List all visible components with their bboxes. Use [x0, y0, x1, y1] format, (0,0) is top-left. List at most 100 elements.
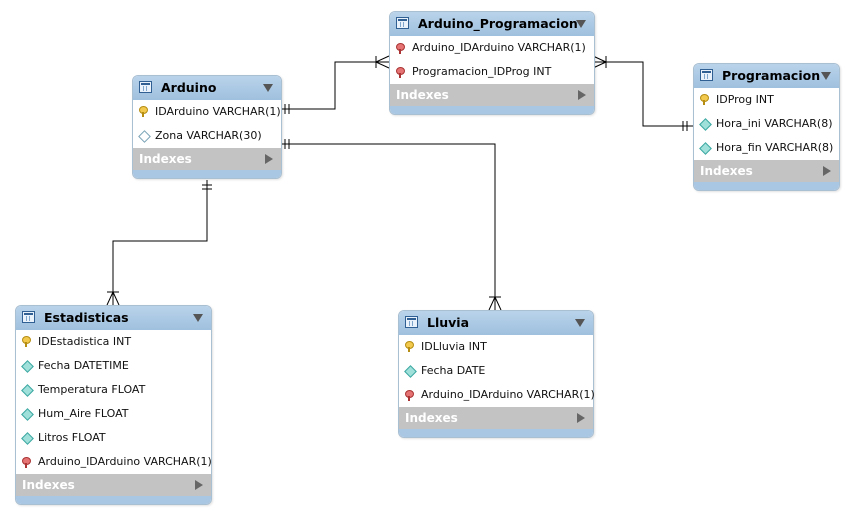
- table-icon: [700, 69, 713, 81]
- column-label: Litros FLOAT: [38, 431, 106, 444]
- many-marker: [112, 291, 120, 306]
- table-header[interactable]: Lluvia: [399, 311, 593, 335]
- relationship-arduino-arduino-programacion: [280, 61, 389, 110]
- column-label: Fecha DATETIME: [38, 359, 129, 372]
- indexes-label: Indexes: [139, 152, 192, 166]
- column-label: Arduino_IDArduino VARCHAR(1): [38, 455, 212, 468]
- table-title: Programacion: [722, 68, 821, 83]
- table-icon: [22, 311, 35, 323]
- table-footer: [694, 182, 839, 190]
- nullable-column-icon: [138, 130, 151, 143]
- table-arduino[interactable]: Arduino IDArduino VARCHAR(1) Zona VARCHA…: [132, 75, 282, 179]
- expand-arrow-icon[interactable]: [265, 154, 273, 164]
- column-label: IDArduino VARCHAR(1): [155, 105, 281, 118]
- not-null-column-icon: [699, 142, 712, 155]
- table-title: Arduino_Programacion: [418, 16, 578, 31]
- table-programacion[interactable]: Programacion IDProg INT Hora_ini VARCHAR…: [693, 63, 840, 191]
- column-label: Zona VARCHAR(30): [155, 129, 262, 142]
- primary-key-icon: [22, 336, 31, 347]
- column-row[interactable]: Temperatura FLOAT: [16, 378, 211, 402]
- expand-arrow-icon[interactable]: [195, 480, 203, 490]
- indexes-section[interactable]: Indexes: [133, 148, 281, 170]
- column-row[interactable]: Hum_Aire FLOAT: [16, 402, 211, 426]
- indexes-section[interactable]: Indexes: [16, 474, 211, 496]
- table-title: Estadisticas: [44, 310, 129, 325]
- table-lluvia[interactable]: Lluvia IDLluvia INT Fecha DATE Arduino_I…: [398, 310, 595, 438]
- foreign-key-icon: [22, 457, 31, 468]
- column-label: IDEstadistica INT: [38, 335, 132, 348]
- column-label: Hora_fin VARCHAR(8): [716, 141, 834, 154]
- many-marker: [106, 291, 114, 306]
- column-label: Temperatura FLOAT: [38, 383, 146, 396]
- table-header[interactable]: Arduino: [133, 76, 281, 100]
- table-estadisticas[interactable]: Estadisticas IDEstadistica INT Fecha DAT…: [15, 305, 212, 505]
- expand-arrow-icon[interactable]: [823, 166, 831, 176]
- expand-arrow-icon[interactable]: [578, 90, 586, 100]
- not-null-column-icon: [404, 365, 417, 378]
- many-marker: [592, 55, 607, 63]
- column-label: Hum_Aire FLOAT: [38, 407, 129, 420]
- table-footer: [133, 170, 281, 178]
- not-null-column-icon: [21, 384, 34, 397]
- collapse-arrow-icon[interactable]: [193, 314, 203, 322]
- column-row[interactable]: Zona VARCHAR(30): [133, 124, 281, 148]
- expand-arrow-icon[interactable]: [577, 413, 585, 423]
- table-arduino-programacion[interactable]: Arduino_Programacion Arduino_IDArduino V…: [389, 11, 595, 115]
- column-row[interactable]: IDLluvia INT: [399, 335, 593, 359]
- primary-key-icon: [700, 94, 709, 105]
- column-row[interactable]: Arduino_IDArduino VARCHAR(1): [390, 36, 594, 60]
- table-footer: [390, 106, 594, 114]
- table-icon: [139, 81, 152, 93]
- collapse-arrow-icon[interactable]: [575, 319, 585, 327]
- collapse-arrow-icon[interactable]: [263, 84, 273, 92]
- not-null-column-icon: [21, 432, 34, 445]
- column-label: Programacion_IDProg INT: [412, 65, 552, 78]
- table-footer: [399, 429, 593, 437]
- primary-key-icon: [405, 341, 414, 352]
- not-null-column-icon: [21, 408, 34, 421]
- table-title: Lluvia: [427, 315, 470, 330]
- foreign-key-icon: [396, 67, 405, 78]
- relationship-arduino-lluvia: [280, 143, 496, 310]
- column-row[interactable]: Arduino_IDArduino VARCHAR(1): [16, 450, 212, 474]
- collapse-arrow-icon[interactable]: [576, 20, 586, 28]
- column-label: Fecha DATE: [421, 364, 486, 377]
- column-row[interactable]: Programacion_IDProg INT: [390, 60, 594, 84]
- many-marker: [375, 61, 390, 69]
- indexes-label: Indexes: [396, 88, 449, 102]
- table-header[interactable]: Programacion: [694, 64, 839, 88]
- table-footer: [16, 496, 211, 504]
- table-header[interactable]: Arduino_Programacion: [390, 12, 594, 36]
- table-icon: [396, 17, 409, 29]
- column-label: IDProg INT: [716, 93, 774, 106]
- indexes-section[interactable]: Indexes: [399, 407, 593, 429]
- indexes-section[interactable]: Indexes: [694, 160, 839, 182]
- column-row[interactable]: Hora_fin VARCHAR(8): [694, 136, 839, 160]
- column-row[interactable]: Fecha DATE: [399, 359, 593, 383]
- relationship-programacion-arduino-programacion: [593, 61, 693, 127]
- column-label: IDLluvia INT: [421, 340, 487, 353]
- column-row[interactable]: IDArduino VARCHAR(1): [133, 100, 281, 124]
- many-marker: [488, 296, 496, 311]
- many-marker: [494, 296, 502, 311]
- column-row[interactable]: Litros FLOAT: [16, 426, 211, 450]
- foreign-key-icon: [396, 43, 405, 54]
- indexes-label: Indexes: [700, 164, 753, 178]
- indexes-label: Indexes: [405, 411, 458, 425]
- collapse-arrow-icon[interactable]: [821, 72, 831, 80]
- table-title: Arduino: [161, 80, 217, 95]
- column-row[interactable]: Arduino_IDArduino VARCHAR(1): [399, 383, 595, 407]
- foreign-key-icon: [405, 390, 414, 401]
- column-row[interactable]: IDProg INT: [694, 88, 839, 112]
- many-marker: [592, 61, 607, 69]
- relationship-arduino-estadisticas: [112, 180, 208, 305]
- column-row[interactable]: Fecha DATETIME: [16, 354, 211, 378]
- indexes-section[interactable]: Indexes: [390, 84, 594, 106]
- column-row[interactable]: Hora_ini VARCHAR(8): [694, 112, 839, 136]
- column-label: Hora_ini VARCHAR(8): [716, 117, 833, 130]
- table-header[interactable]: Estadisticas: [16, 306, 211, 330]
- indexes-label: Indexes: [22, 478, 75, 492]
- column-label: Arduino_IDArduino VARCHAR(1): [421, 388, 595, 401]
- column-row[interactable]: IDEstadistica INT: [16, 330, 211, 354]
